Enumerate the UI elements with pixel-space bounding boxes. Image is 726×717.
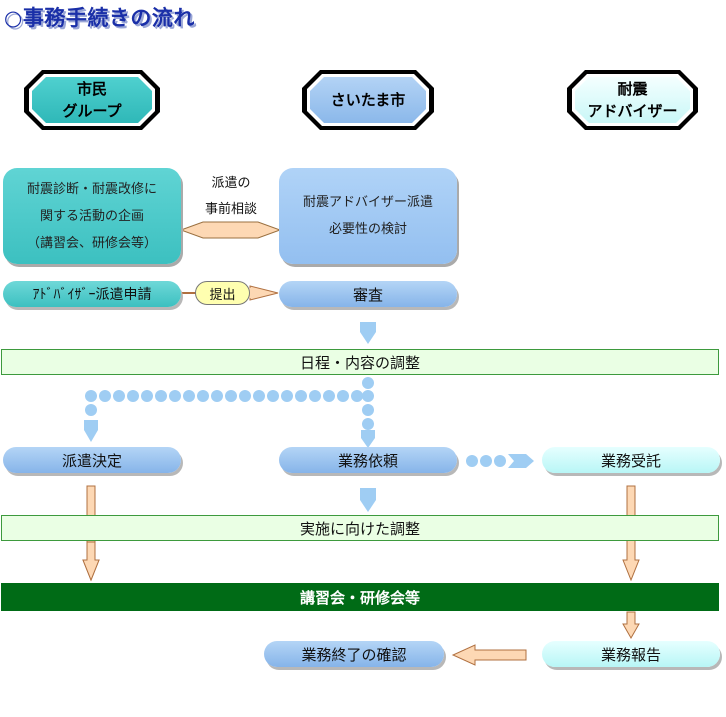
activity-plan-box: 耐震診断・耐震改修に 関する活動の企画 （講習会、研修会等） xyxy=(3,168,181,264)
dispatch-decision-pill: 派遣決定 xyxy=(3,447,181,473)
chevron-down-icon xyxy=(360,322,376,344)
dispatch-need-box: 耐震アドバイザー派遣 必要性の検討 xyxy=(279,168,457,264)
page-title: ○事務手続きの流れ xyxy=(4,6,195,30)
header-citizen-group: 市民 グループ xyxy=(62,80,122,120)
dotted-connector xyxy=(84,377,375,448)
consult-label: 派遣の 事前相談 xyxy=(204,176,257,217)
header-advisor: 耐震 アドバイザー xyxy=(587,80,678,120)
accept-pill: 業務受託 xyxy=(542,447,720,473)
schedule-adjustment-bar: 日程・内容の調整 xyxy=(1,349,719,375)
header-octagon-advisor xyxy=(567,70,698,130)
submit-label: 提出 xyxy=(195,281,250,305)
seminar-bar: 講習会・研修会等 xyxy=(1,583,719,611)
consult-double-arrow xyxy=(179,221,282,239)
chevron-down-icon xyxy=(360,488,376,512)
confirm-pill: 業務終了の確認 xyxy=(264,641,444,667)
dotted-arrow-request-to-accept xyxy=(466,454,534,468)
report-pill: 業務報告 xyxy=(542,641,720,667)
header-saitama-city: さいたま市 xyxy=(330,91,406,109)
application-pill: ｱﾄﾞﾊﾞｲｻﾞｰ派遣申請 xyxy=(3,281,181,307)
report-to-confirm-arrow xyxy=(451,644,527,666)
header-octagon-city xyxy=(302,70,434,130)
implementation-adjustment-bar: 実施に向けた調整 xyxy=(1,515,719,541)
request-pill: 業務依頼 xyxy=(279,447,457,473)
header-octagon-citizen xyxy=(24,70,160,130)
review-pill: 審査 xyxy=(279,281,457,307)
orange-down-arrows xyxy=(82,485,640,640)
